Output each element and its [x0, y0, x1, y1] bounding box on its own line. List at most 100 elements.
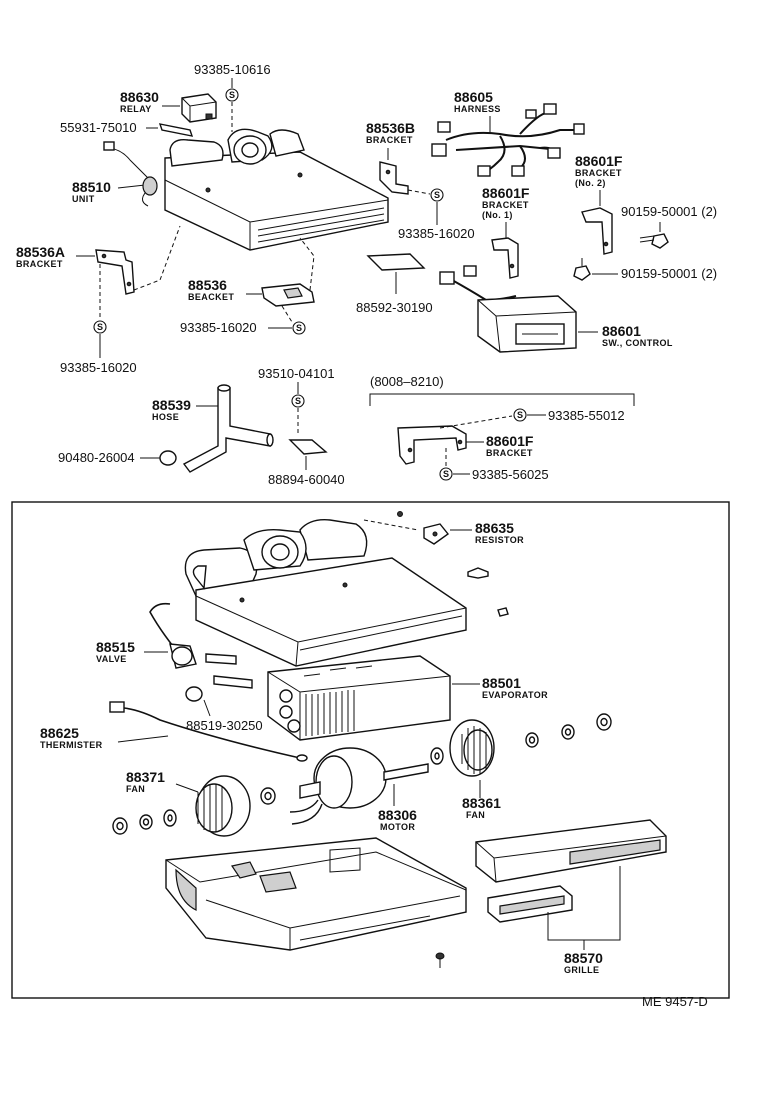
bracket-c-name: BEACKET [188, 292, 234, 302]
screw-symbol-icon: S [430, 188, 444, 202]
connector-pipe-part [205, 653, 237, 665]
range-screw-2-number: 93385-56025 [472, 467, 549, 482]
range-bracket-part [397, 425, 467, 465]
bracket-no1-name: BRACKET [482, 200, 529, 210]
bracket-a-name: BRACKET [16, 259, 63, 269]
pad-number: 88592-30190 [356, 300, 433, 315]
hose-name: HOSE [152, 412, 179, 422]
hose-clip-part [159, 450, 177, 466]
bracket-no2-note: (No. 2) [575, 178, 606, 188]
control-switch-part [439, 265, 577, 353]
range-bracket-code: 88601F [486, 433, 534, 449]
nut-icon [112, 817, 128, 835]
nut-icon [596, 713, 612, 731]
fan-left-name: FAN [126, 784, 145, 794]
evaporator-name: EVAPORATOR [482, 690, 548, 700]
relay-code: 88630 [120, 89, 159, 105]
evaporator-part [267, 655, 451, 741]
evaporator-code: 88501 [482, 675, 521, 691]
bottom-screw-icon [435, 952, 445, 968]
ring-number: 88519-30250 [186, 718, 263, 733]
relay-part [181, 93, 217, 123]
svg-text:S: S [296, 323, 302, 333]
washer-icon [561, 724, 575, 740]
fan-right-code: 88361 [462, 795, 501, 811]
thermister-name: THERMISTER [40, 740, 103, 750]
motor-code: 88306 [378, 807, 417, 823]
relay-plate-number: 55931-75010 [60, 120, 137, 135]
blower-motor-part [289, 747, 429, 825]
clip-part [288, 439, 328, 455]
hose-code: 88539 [152, 397, 191, 413]
valve-code: 88515 [96, 639, 135, 655]
expansion-valve-part [149, 602, 197, 669]
svg-text:S: S [517, 410, 523, 420]
bracket-no1-part [491, 237, 519, 279]
screw-symbol-icon: S [513, 408, 527, 422]
hose-part [182, 384, 274, 473]
wiring-harness-part [431, 103, 585, 177]
bracket-b-code: 88536B [366, 120, 415, 136]
upper-housing-part [184, 519, 467, 667]
bracket-a-screw-number: 93385-16020 [60, 360, 137, 375]
bracket-no2-code: 88601F [575, 153, 623, 169]
svg-text:S: S [443, 469, 449, 479]
bracket-no2-name: BRACKET [575, 168, 622, 178]
housing-screw-icon [467, 567, 489, 579]
bracket-c-code: 88536 [188, 277, 227, 293]
control-name: SW., CONTROL [602, 338, 673, 348]
bracket-b-screw-number: 93385-16020 [398, 226, 475, 241]
bracket-no2-part [581, 207, 613, 255]
screw-symbol-icon: S [93, 320, 107, 334]
relay-screw-number: 93385-10616 [194, 62, 271, 77]
harness-name: HARNESS [454, 104, 501, 114]
fan-left-code: 88371 [126, 769, 165, 785]
thermister-part [109, 701, 308, 762]
small-screw-icon [397, 511, 403, 517]
resistor-name: RESISTOR [475, 535, 524, 545]
o-ring-part [185, 686, 203, 702]
valve-name: VALVE [96, 654, 127, 664]
screw-symbol-icon: S [225, 88, 239, 102]
washer-icon [430, 747, 444, 765]
control-code: 88601 [602, 323, 641, 339]
screw-top-number: 93510-04101 [258, 366, 335, 381]
washer-icon [163, 809, 177, 827]
bracket-a-part [95, 249, 135, 295]
grille-part [475, 819, 667, 923]
thermister-code: 88625 [40, 725, 79, 741]
fan-right-name: FAN [466, 810, 485, 820]
left-fan-part [195, 775, 251, 837]
svg-text:S: S [434, 190, 440, 200]
bracket-a-code: 88536A [16, 244, 65, 260]
bracket-no1-code: 88601F [482, 185, 530, 201]
bracket-b-part [379, 161, 409, 195]
svg-text:S: S [295, 396, 301, 406]
range-screw-1-number: 93385-55012 [548, 408, 625, 423]
cooling-unit-part [103, 128, 389, 251]
resistor-code: 88635 [475, 520, 514, 536]
range-bracket-name: BRACKET [486, 448, 533, 458]
bracket-b-name: BRACKET [366, 135, 413, 145]
bolt-2-number: 90159-50001 (2) [621, 266, 717, 281]
grille-name: GRILLE [564, 965, 599, 975]
bolt-2-part [573, 258, 591, 281]
harness-code: 88605 [454, 89, 493, 105]
clip-number: 88894-60040 [268, 472, 345, 487]
screw-symbol-icon: S [291, 394, 305, 408]
connector-pipe-part [213, 675, 253, 689]
unit-name: UNIT [72, 194, 95, 204]
svg-text:S: S [97, 322, 103, 332]
housing-screw-icon [497, 607, 509, 617]
unit-code: 88510 [72, 179, 111, 195]
figure-code: ME 9457-D [642, 994, 708, 1009]
motor-name: MOTOR [380, 822, 415, 832]
hose-clip-number: 90480-26004 [58, 450, 135, 465]
bolt-1-part [639, 233, 669, 249]
pad-part [366, 253, 426, 271]
screw-symbol-icon: S [439, 467, 453, 481]
washer-icon [139, 814, 153, 830]
washer-icon [260, 787, 276, 805]
relay-plate-part [158, 123, 194, 137]
